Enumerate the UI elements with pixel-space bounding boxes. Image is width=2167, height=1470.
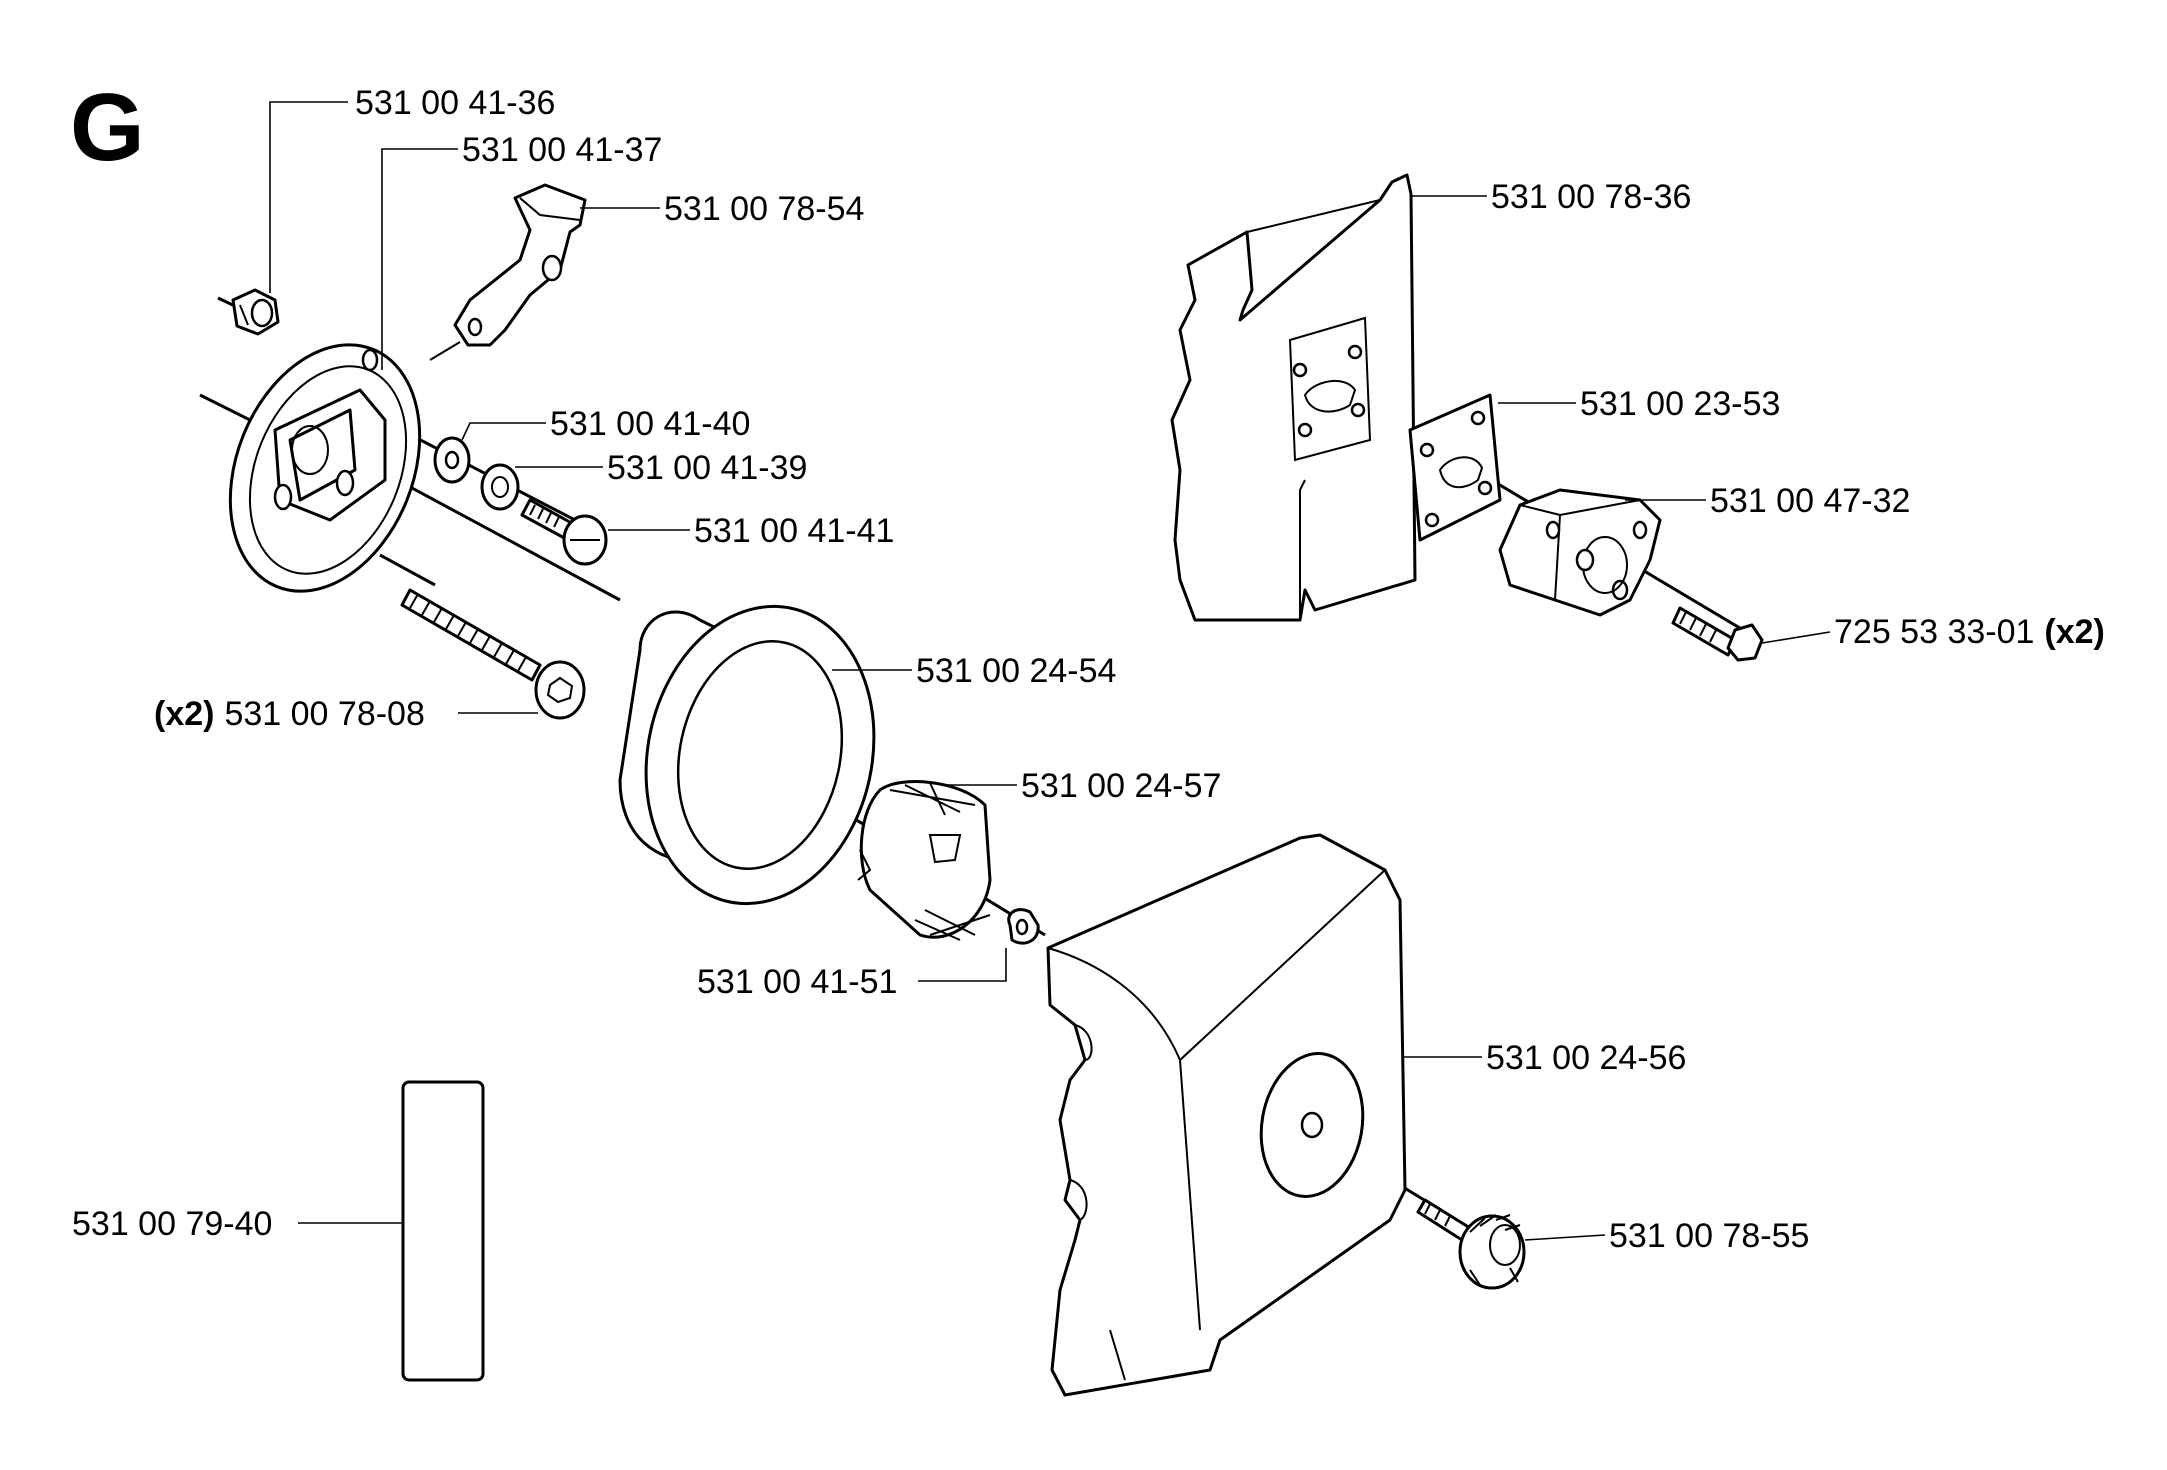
label-531-00-78-54: 531 00 78-54	[664, 190, 864, 228]
part-screw-531-00-78-08[interactable]	[400, 588, 586, 720]
label-531-00-23-53: 531 00 23-53	[1580, 385, 1780, 423]
part-filter-531-00-24-54[interactable]	[618, 585, 900, 925]
part-washer-531-00-41-39[interactable]	[480, 463, 520, 511]
part-flange-531-00-47-32[interactable]	[1498, 488, 1662, 617]
label-531-00-41-40: 531 00 41-40	[550, 405, 750, 443]
part-insert-531-00-24-57[interactable]	[857, 780, 992, 941]
part-labels: 531 00 41-36 531 00 41-37 531 00 78-54 5…	[72, 84, 2105, 1255]
section-letter: G	[70, 74, 145, 181]
part-bracket-531-00-78-54[interactable]	[429, 183, 587, 361]
label-531-00-78-08: (x2)531 00 78-08	[154, 695, 425, 733]
part-pulley-531-00-41-37[interactable]	[195, 316, 454, 619]
label-531-00-78-36: 531 00 78-36	[1491, 178, 1691, 216]
part-cover-531-00-24-56[interactable]	[1046, 833, 1407, 1397]
part-knob-531-00-78-55[interactable]	[1416, 1198, 1526, 1290]
label-531-00-41-41: 531 00 41-41	[694, 512, 894, 550]
part-pad-531-00-79-40[interactable]	[401, 1080, 485, 1382]
label-531-00-41-37: 531 00 41-37	[462, 131, 662, 169]
qty-531-00-78-08: (x2)	[154, 695, 214, 733]
qty-725-53-33-01: (x2)	[2044, 613, 2104, 651]
label-531-00-24-56: 531 00 24-56	[1486, 1039, 1686, 1077]
leader-lines	[269, 101, 1831, 1241]
label-531-00-79-40: 531 00 79-40	[72, 1205, 272, 1243]
part-nut-531-00-41-36[interactable]	[231, 288, 280, 336]
part-clip-531-00-41-51[interactable]	[1007, 908, 1040, 945]
label-531-00-41-39: 531 00 41-39	[607, 449, 807, 487]
label-531-00-47-32: 531 00 47-32	[1710, 482, 1910, 520]
label-531-00-78-55: 531 00 78-55	[1609, 1217, 1809, 1255]
label-531-00-24-57: 531 00 24-57	[1021, 767, 1221, 805]
part-shield-531-00-78-36[interactable]	[1170, 173, 1417, 622]
label-531-00-41-36: 531 00 41-36	[355, 84, 555, 122]
label-725-53-33-01: 725 53 33-01(x2)	[1834, 613, 2105, 651]
label-531-00-24-54: 531 00 24-54	[916, 652, 1116, 690]
part-screw-725-53-33-01[interactable]	[1671, 606, 1764, 662]
label-531-00-41-51: 531 00 41-51	[697, 963, 897, 1001]
part-screw-531-00-41-41[interactable]	[520, 498, 608, 566]
part-gasket-531-00-23-53[interactable]	[1408, 393, 1502, 542]
part-washer-531-00-41-40[interactable]	[433, 436, 471, 484]
